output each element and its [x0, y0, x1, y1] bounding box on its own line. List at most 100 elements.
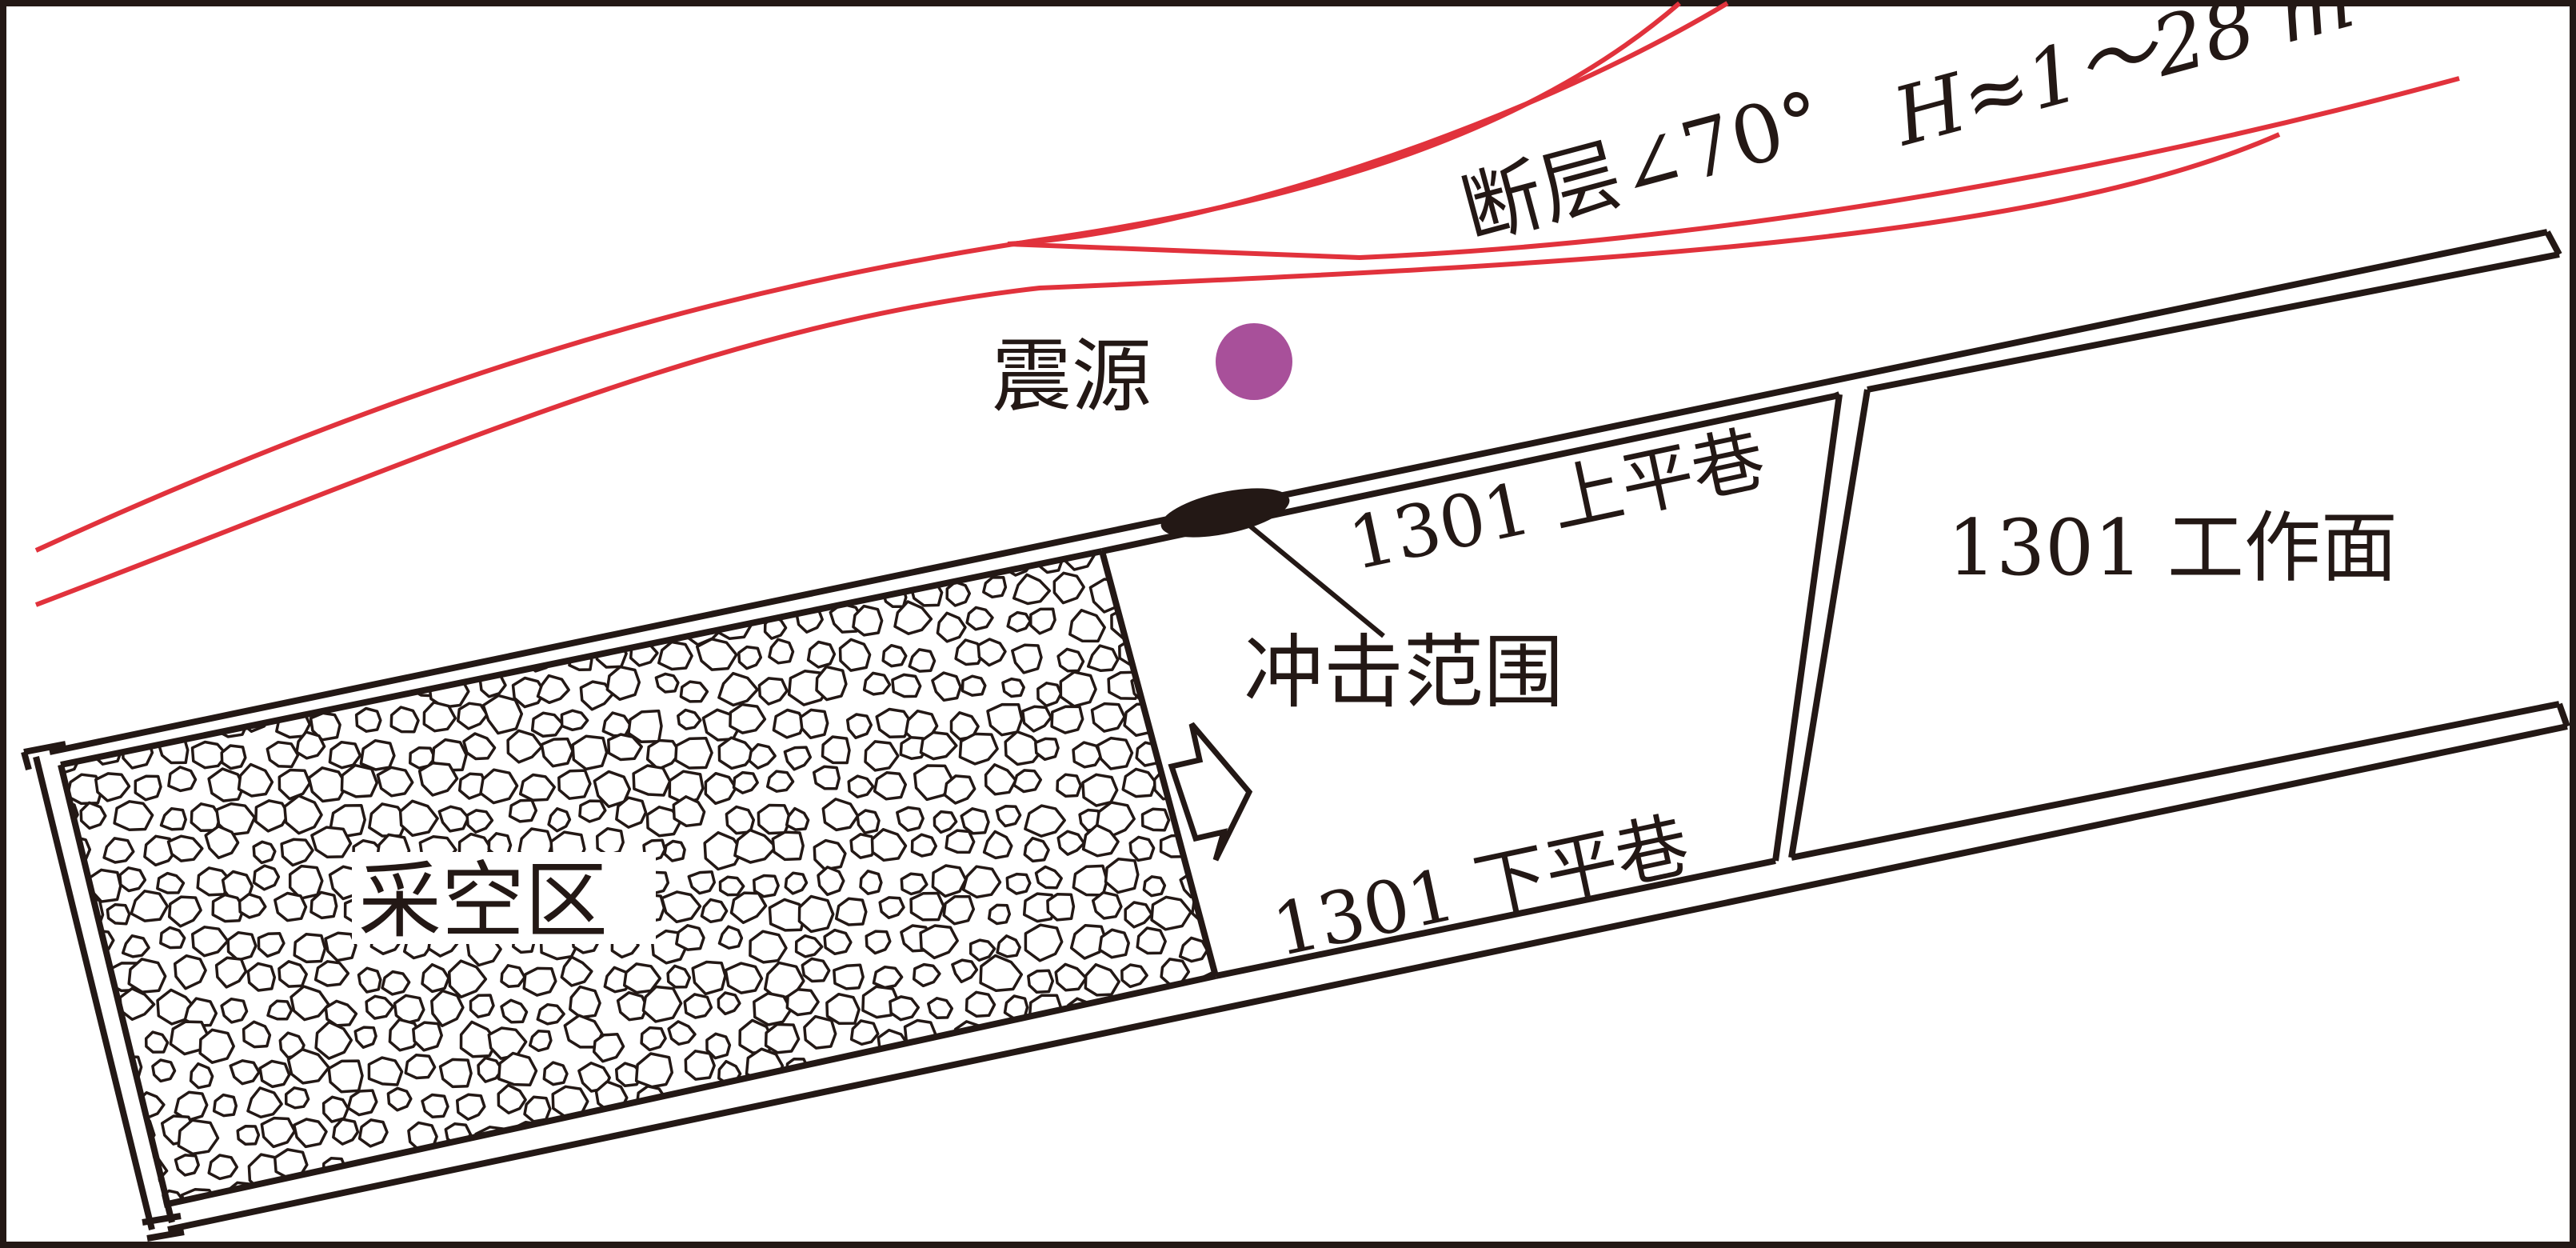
rubble-stone [508, 798, 538, 823]
rubble-stone [1068, 1184, 1096, 1205]
rubble-stone [729, 891, 768, 925]
rubble-stone [266, 740, 300, 769]
rubble-stone [190, 551, 218, 571]
rubble-stone [156, 871, 186, 894]
rubble-stone [679, 680, 709, 703]
rubble-stone [660, 890, 702, 924]
rubble-stone [838, 638, 872, 672]
rubble-stone [274, 891, 308, 922]
rubble-stone [284, 1086, 310, 1110]
rubble-stone [768, 898, 806, 932]
rubble-stone [815, 665, 848, 702]
rubble-stone [114, 611, 148, 639]
rubble-stone [571, 734, 609, 771]
rubble-stone [1248, 743, 1284, 774]
rubble-stone [212, 1093, 238, 1118]
rubble-stone [78, 1178, 113, 1205]
goaf-back-wall-outer [33, 756, 155, 1230]
rubble-stone [695, 638, 738, 671]
rubble-stone [295, 730, 326, 760]
rubble-stone [293, 1118, 328, 1149]
rubble-stone [1108, 1124, 1137, 1149]
rubble-stone [417, 762, 459, 797]
rubble-stone [859, 870, 883, 895]
rubble-stone [169, 1020, 210, 1056]
rubble-stone [105, 1154, 134, 1182]
rubble-stone [102, 642, 139, 676]
lower-roadway-inner [163, 973, 1216, 1208]
rubble-stone [1059, 670, 1097, 708]
rubble-stone [887, 1128, 919, 1155]
rubble-stone [757, 803, 793, 835]
rubble-stone [1016, 1149, 1050, 1182]
rubble-stone [982, 1153, 1006, 1177]
rubble-stone [73, 672, 116, 709]
rubble-stone [190, 740, 229, 770]
fault-wedge [1007, 76, 2460, 261]
rubble-stone [1195, 638, 1216, 662]
rubble-stone [724, 962, 764, 994]
rubble-stone [174, 1154, 200, 1177]
rubble-stone [677, 708, 702, 730]
rubble-stone [549, 1187, 577, 1205]
rubble-stone [75, 1094, 107, 1123]
rubble-stone [785, 806, 810, 831]
fault-lines [34, 1, 2460, 607]
rubble-stone [547, 807, 572, 833]
upper-roadway-inner-face [1867, 251, 2560, 393]
rubble-stone [174, 1090, 209, 1122]
rubble-stone [593, 1158, 625, 1187]
rubble-stone [158, 613, 186, 637]
rubble-stone [1005, 872, 1032, 895]
rubble-stone [945, 580, 972, 607]
rubble-stone [783, 746, 813, 771]
rubble-stone [849, 1019, 880, 1046]
upper-roadway-outer [49, 229, 2548, 755]
rubble-stone [919, 924, 959, 960]
rubble-stone [1016, 1090, 1045, 1118]
rubble-stone [1128, 583, 1157, 610]
rubble-stone [310, 826, 353, 858]
rubble-stone [896, 806, 925, 832]
rubble-stone [229, 1059, 261, 1086]
rubble-stone [481, 694, 524, 735]
rubble-stone [130, 890, 170, 922]
rubble-stone [982, 576, 1008, 599]
rubble-stone [389, 706, 420, 734]
rubble-stone [797, 894, 835, 934]
rubble-stone [77, 646, 102, 670]
rubble-stone [958, 732, 999, 766]
rubble-stone [721, 1119, 758, 1155]
rubble-stone [640, 1182, 679, 1205]
rubble-stone [616, 990, 649, 1022]
rubble-stone [1178, 936, 1209, 963]
rubble-stone [144, 1030, 170, 1054]
rubble-stone [1072, 864, 1108, 897]
rubble-stone [335, 618, 362, 642]
rubble-stone [1006, 610, 1032, 633]
rubble-stone [159, 926, 186, 950]
rubble-stone [812, 765, 841, 790]
rubble-stone [407, 612, 439, 642]
rubble-stone [1156, 1155, 1182, 1182]
rubble-stone [511, 676, 546, 709]
rubble-stone [1130, 600, 1168, 634]
rubble-stone [233, 633, 273, 667]
rubble-stone [281, 575, 321, 614]
rubble-stone [278, 768, 312, 801]
rubble-stone [208, 650, 234, 676]
rubble-stone [1081, 823, 1120, 858]
rubble-stone [78, 551, 112, 578]
rubble-stone [578, 799, 607, 823]
rubble-stone [1001, 677, 1025, 698]
rubble-stone [237, 762, 274, 798]
rubble-stone [1220, 579, 1256, 611]
rubble-stone [601, 573, 632, 603]
rubble-stone [1050, 705, 1084, 734]
rubble-stone [1081, 773, 1119, 807]
rubble-stone [522, 575, 565, 612]
rubble-stone [852, 604, 884, 637]
rubble-stone [1098, 1096, 1124, 1122]
rubble-stone [864, 740, 900, 772]
rubble-stone [657, 640, 693, 671]
